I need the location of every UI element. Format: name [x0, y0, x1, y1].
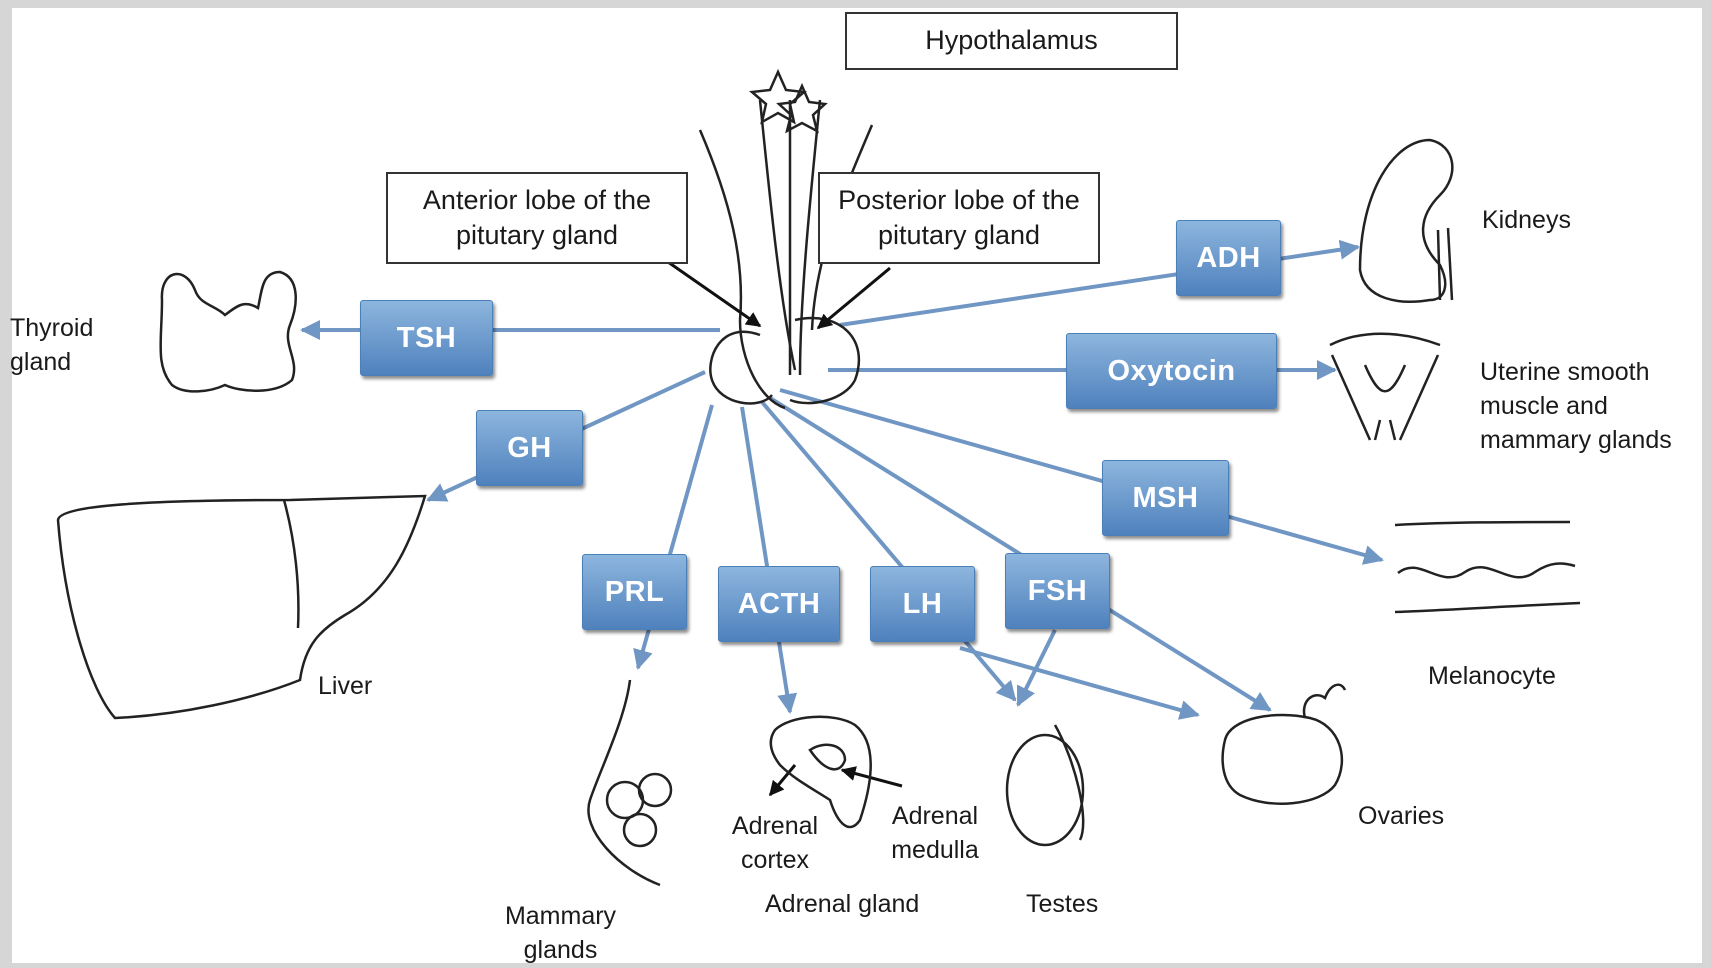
melanocyte-line-top [1395, 522, 1570, 525]
lh-arrow-ovaries [960, 648, 1198, 715]
anterior-lobe-box: Anterior lobe of the pitutary gland [386, 172, 688, 264]
cortex-pointer [770, 765, 795, 795]
lh-box: LH [870, 566, 975, 642]
hypothalamus-label: Hypothalamus [925, 23, 1098, 58]
mammary-label: Mammary glands [498, 900, 623, 968]
tsh-box: TSH [360, 300, 493, 376]
posterior-lobe-label: Posterior lobe of the pitutary gland [834, 183, 1084, 253]
uterus-drawing [1330, 334, 1440, 440]
acth-box: ACTH [718, 566, 840, 642]
adrenal-cortex-label: Adrenal cortex [720, 810, 830, 878]
fsh-box: FSH [1005, 553, 1110, 629]
uterine-label: Uterine smooth muscle and mammary glands [1480, 356, 1705, 457]
liver-label: Liver [318, 670, 372, 704]
anterior-lobe-label: Anterior lobe of the pitutary gland [402, 183, 672, 253]
medulla-pointer [842, 770, 902, 786]
liver-lobe-line [284, 500, 298, 628]
mammary-lobule-2 [639, 774, 671, 806]
mammary-lobule-1 [607, 782, 643, 818]
hypothalamus-box: Hypothalamus [845, 12, 1178, 70]
adrenal-gland-label: Adrenal gland [765, 888, 919, 922]
gh-box: GH [476, 410, 583, 486]
posterior-lobe-box: Posterior lobe of the pitutary gland [818, 172, 1100, 264]
adh-box: ADH [1176, 220, 1281, 296]
thyroid-drawing [161, 272, 296, 391]
msh-arrow [780, 390, 1382, 560]
kidneys-label: Kidneys [1482, 204, 1571, 238]
acth-arrow [742, 407, 790, 712]
fallopian-fimbria [1304, 685, 1345, 718]
melanocyte-wave [1398, 564, 1575, 578]
anterior-pointer [668, 262, 760, 326]
melanocyte-line-bottom [1395, 603, 1580, 612]
adrenal-medulla-drawing [810, 745, 845, 770]
ovary-drawing [1223, 715, 1342, 804]
vas-deferens [1055, 725, 1083, 840]
mammary-lobule-3 [624, 814, 656, 846]
testes-label: Testes [1026, 888, 1098, 922]
msh-box: MSH [1102, 460, 1229, 536]
prl-box: PRL [582, 554, 687, 630]
oxytocin-box: Oxytocin [1066, 333, 1277, 409]
ovaries-label: Ovaries [1358, 800, 1444, 834]
thyroid-label: Thyroid gland [10, 312, 120, 380]
testis-drawing [1007, 735, 1083, 845]
melanocyte-label: Melanocyte [1428, 660, 1556, 694]
adrenal-medulla-label: Adrenal medulla [880, 800, 990, 868]
